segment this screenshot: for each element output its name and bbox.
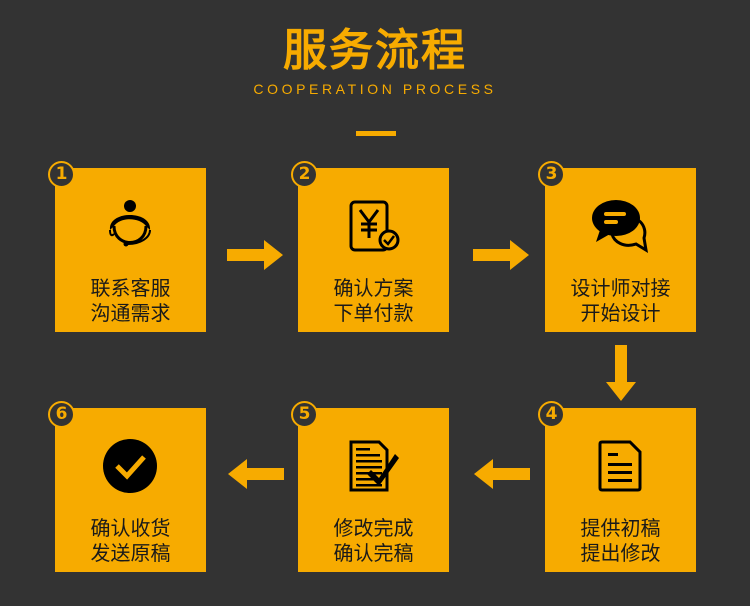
step-2-card: 确认方案下单付款 [298, 168, 449, 332]
step-6-line2: 发送原稿 [90, 541, 171, 565]
page-title: 服务流程 [283, 25, 467, 76]
step-6-number: 6 [48, 401, 75, 428]
customer-service-icon [109, 200, 151, 247]
step-1-number: 1 [48, 161, 75, 188]
arrow-left-icon [474, 459, 530, 489]
step-4-line2: 提出修改 [580, 541, 661, 565]
document-icon [598, 440, 642, 492]
arrow-left-icon [228, 459, 284, 489]
step-2-number: 2 [291, 161, 318, 188]
step-4-line1: 提供初稿 [580, 516, 661, 540]
step-5-number: 5 [291, 401, 318, 428]
step-2-line1: 确认方案 [333, 276, 414, 300]
step-6-line1: 确认收货 [90, 516, 171, 540]
chat-icon [592, 200, 649, 253]
step-3-card: 设计师对接开始设计 [545, 168, 696, 332]
step-3-number: 3 [538, 161, 565, 188]
check-circle-icon [103, 439, 157, 493]
arrow-right-icon [227, 240, 283, 270]
step-1-line1: 联系客服 [90, 276, 171, 300]
step-3-line1: 设计师对接 [570, 276, 671, 300]
step-3-line2: 开始设计 [580, 301, 661, 325]
step-4-number: 4 [538, 401, 565, 428]
step-5-card: 修改完成确认完稿 [298, 408, 449, 572]
step-2-line2: 下单付款 [333, 301, 414, 325]
step-1-line2: 沟通需求 [90, 301, 171, 325]
arrow-down-icon [606, 345, 636, 401]
title-divider [356, 131, 396, 136]
document-check-icon [349, 440, 399, 492]
page-subtitle: COOPERATION PROCESS [253, 81, 497, 97]
payment-icon [349, 200, 400, 252]
step-4-card: 提供初稿提出修改 [545, 408, 696, 572]
step-1-card: 联系客服沟通需求 [55, 168, 206, 332]
step-5-line2: 确认完稿 [333, 541, 414, 565]
step-5-line1: 修改完成 [333, 516, 414, 540]
step-6-card: 确认收货发送原稿 [55, 408, 206, 572]
arrow-right-icon [473, 240, 529, 270]
